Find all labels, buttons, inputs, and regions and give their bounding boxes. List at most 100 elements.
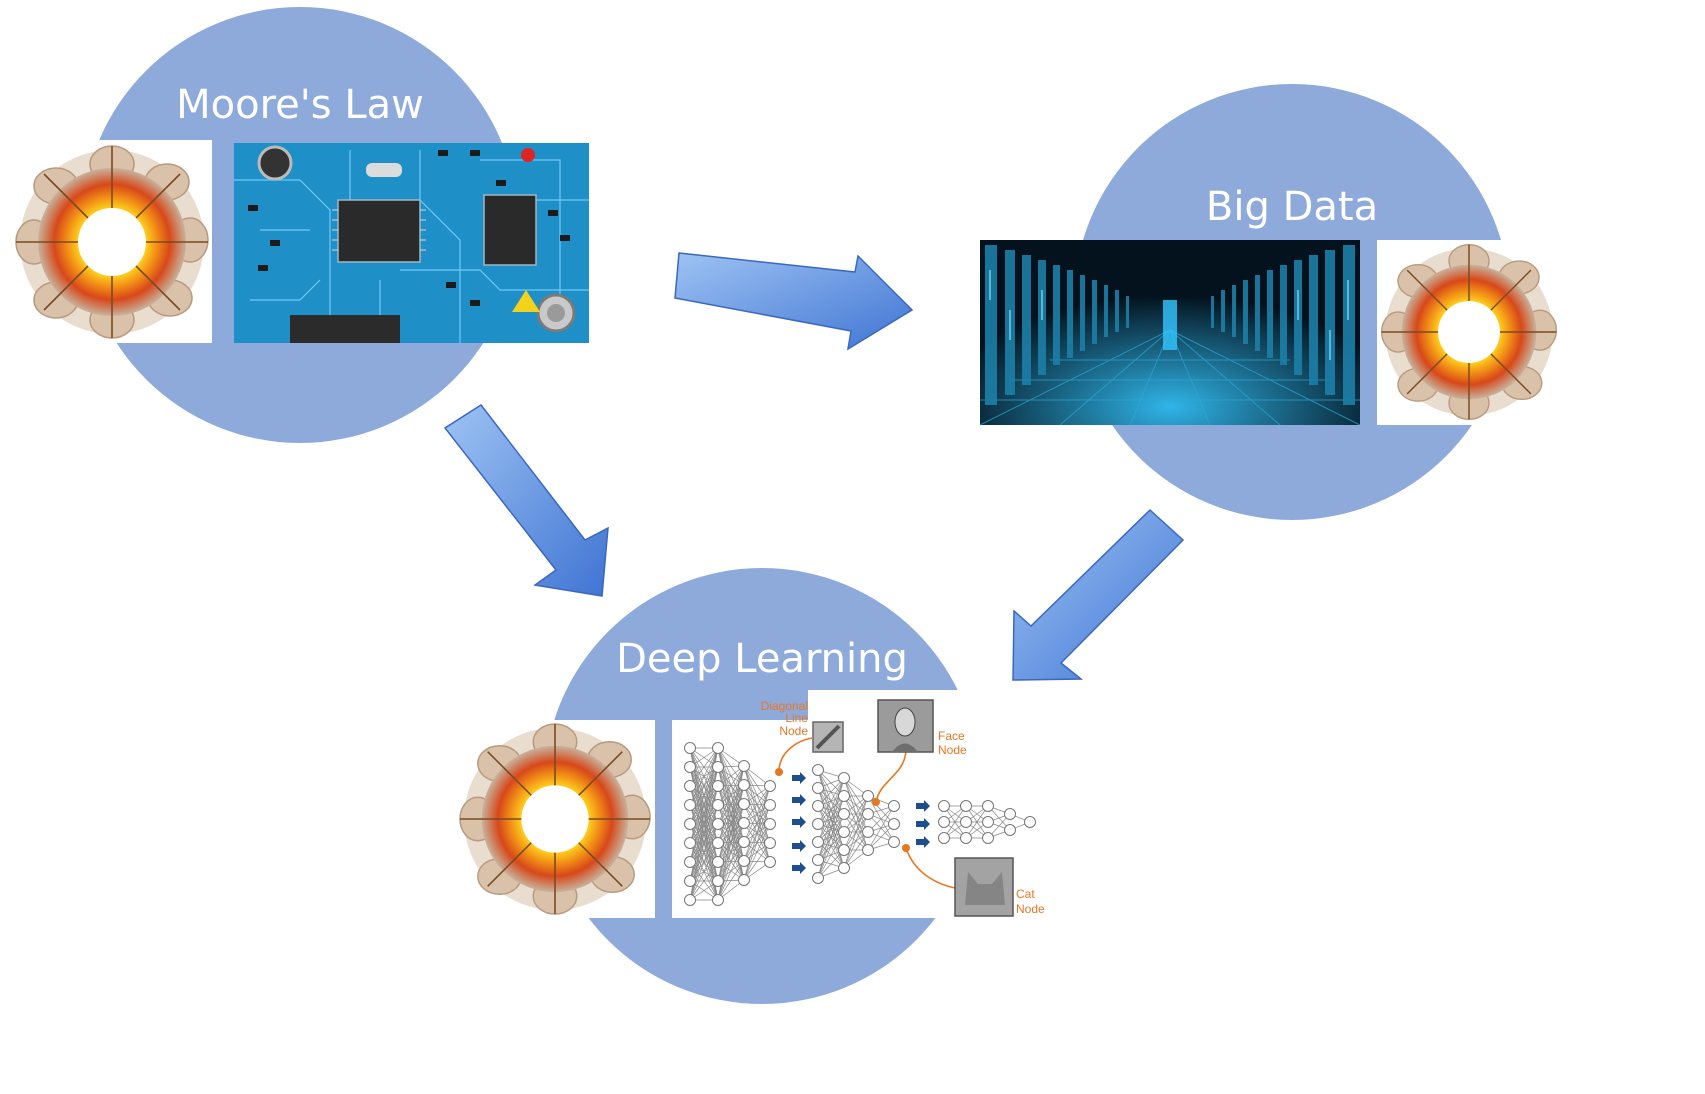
network-edge <box>867 805 895 833</box>
network-edge <box>843 813 869 869</box>
network-edge <box>689 747 719 901</box>
network-arrow-icon <box>792 840 806 852</box>
network-node <box>838 772 850 784</box>
circuit-board-image <box>234 143 589 343</box>
network-node <box>812 836 824 848</box>
neural-network-image: Diagonal Line Node Face Node Cat Node <box>672 690 1048 918</box>
network-node <box>764 856 776 868</box>
network-node <box>862 844 874 856</box>
network-node <box>684 875 696 887</box>
network-node <box>1004 824 1016 836</box>
network-node <box>812 764 824 776</box>
network-arrow-icon <box>792 862 806 874</box>
network-edge <box>743 785 771 862</box>
network-node <box>764 818 776 830</box>
network-edge <box>843 795 869 833</box>
network-node <box>738 779 750 791</box>
deep-learning-explosion-icon <box>455 720 655 918</box>
network-arrow-icon <box>792 816 806 828</box>
network-arrow-icon <box>916 836 930 848</box>
network-edge <box>743 842 771 881</box>
network-node <box>862 826 874 838</box>
network-node <box>764 780 776 792</box>
network-edge <box>867 805 895 851</box>
network-node <box>1004 808 1016 820</box>
network-edge <box>689 861 719 901</box>
network-edge <box>817 831 845 879</box>
network-node <box>838 862 850 874</box>
network-edge <box>965 805 989 839</box>
network-edge <box>743 785 771 843</box>
arrow-moores-to-deeplearning <box>443 403 609 597</box>
face-node-label-1: Face <box>938 729 965 743</box>
neural-network-nodes <box>684 742 1036 906</box>
network-edge <box>717 860 745 901</box>
network-node <box>712 761 724 773</box>
network-edge <box>817 777 845 825</box>
network-node <box>938 832 950 844</box>
network-edge <box>817 795 845 879</box>
network-edge <box>689 823 719 901</box>
network-edge <box>817 777 845 861</box>
deep-learning-title: Deep Learning <box>616 636 908 682</box>
network-arrow-icon <box>792 772 806 784</box>
cat-node-label-2: Node <box>1016 902 1045 916</box>
network-node <box>764 837 776 849</box>
arrow-bigdata-to-deeplearning <box>1012 508 1185 681</box>
network-arrow-icon <box>916 800 930 812</box>
neural-network-arrows <box>792 772 930 874</box>
network-node <box>712 875 724 887</box>
network-node <box>1024 816 1036 828</box>
network-node <box>712 742 724 754</box>
network-node <box>812 800 824 812</box>
diagonal-line-label-2: Line <box>785 711 808 725</box>
network-node <box>738 855 750 867</box>
diagonal-line-label-1: Diagonal <box>761 699 808 713</box>
network-node <box>738 874 750 886</box>
diagonal-line-label-3: Node <box>779 724 808 738</box>
network-node <box>712 799 724 811</box>
network-node <box>838 844 850 856</box>
network-node <box>738 760 750 772</box>
network-node <box>982 800 994 812</box>
big-data-explosion-icon <box>1377 240 1559 425</box>
network-node <box>862 808 874 820</box>
network-edge <box>843 795 869 851</box>
network-edge <box>743 823 771 881</box>
network-node <box>712 780 724 792</box>
network-node <box>982 832 994 844</box>
network-node <box>712 818 724 830</box>
network-edge <box>843 831 869 869</box>
network-edge <box>817 777 845 807</box>
network-edge <box>689 747 719 787</box>
network-node <box>684 780 696 792</box>
network-node <box>938 800 950 812</box>
network-node <box>862 790 874 802</box>
network-node <box>812 872 824 884</box>
network-node <box>838 790 850 802</box>
network-edge <box>717 822 745 901</box>
network-node <box>982 816 994 828</box>
network-node <box>838 826 850 838</box>
network-node <box>684 742 696 754</box>
moores-law-explosion-icon <box>10 140 212 343</box>
network-edge <box>689 747 719 806</box>
network-arrow-icon <box>792 794 806 806</box>
network-edge <box>689 747 719 825</box>
cat-node-label-1: Cat <box>1016 887 1035 901</box>
network-node <box>684 894 696 906</box>
network-arrow-icon <box>916 818 930 830</box>
network-node <box>960 800 972 812</box>
arrow-moores-to-bigdata <box>674 252 914 351</box>
network-edge <box>689 842 719 901</box>
data-tunnel-image <box>979 240 1361 426</box>
network-edge <box>717 765 745 844</box>
network-node <box>712 837 724 849</box>
network-node <box>960 816 972 828</box>
network-edge <box>717 765 745 825</box>
network-node <box>812 818 824 830</box>
network-edge <box>817 849 845 879</box>
network-node <box>764 799 776 811</box>
network-node <box>738 817 750 829</box>
network-node <box>738 836 750 848</box>
